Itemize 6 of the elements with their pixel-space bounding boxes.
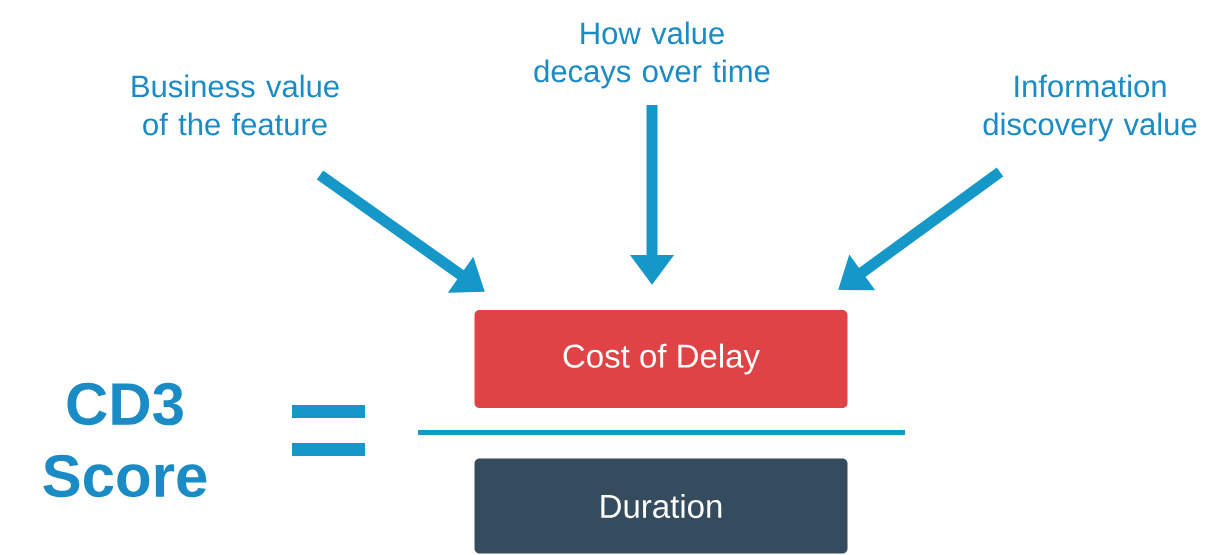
callout-text: Business value of the feature — [132, 74, 339, 136]
formula-box: Duration — [474, 458, 848, 554]
callout-text: Information discovery value — [983, 74, 1197, 142]
formula-box: Cost of Delay — [474, 310, 848, 408]
score-label: CD3 Score — [43, 382, 207, 498]
callout-text: How value decays over time — [534, 21, 770, 89]
